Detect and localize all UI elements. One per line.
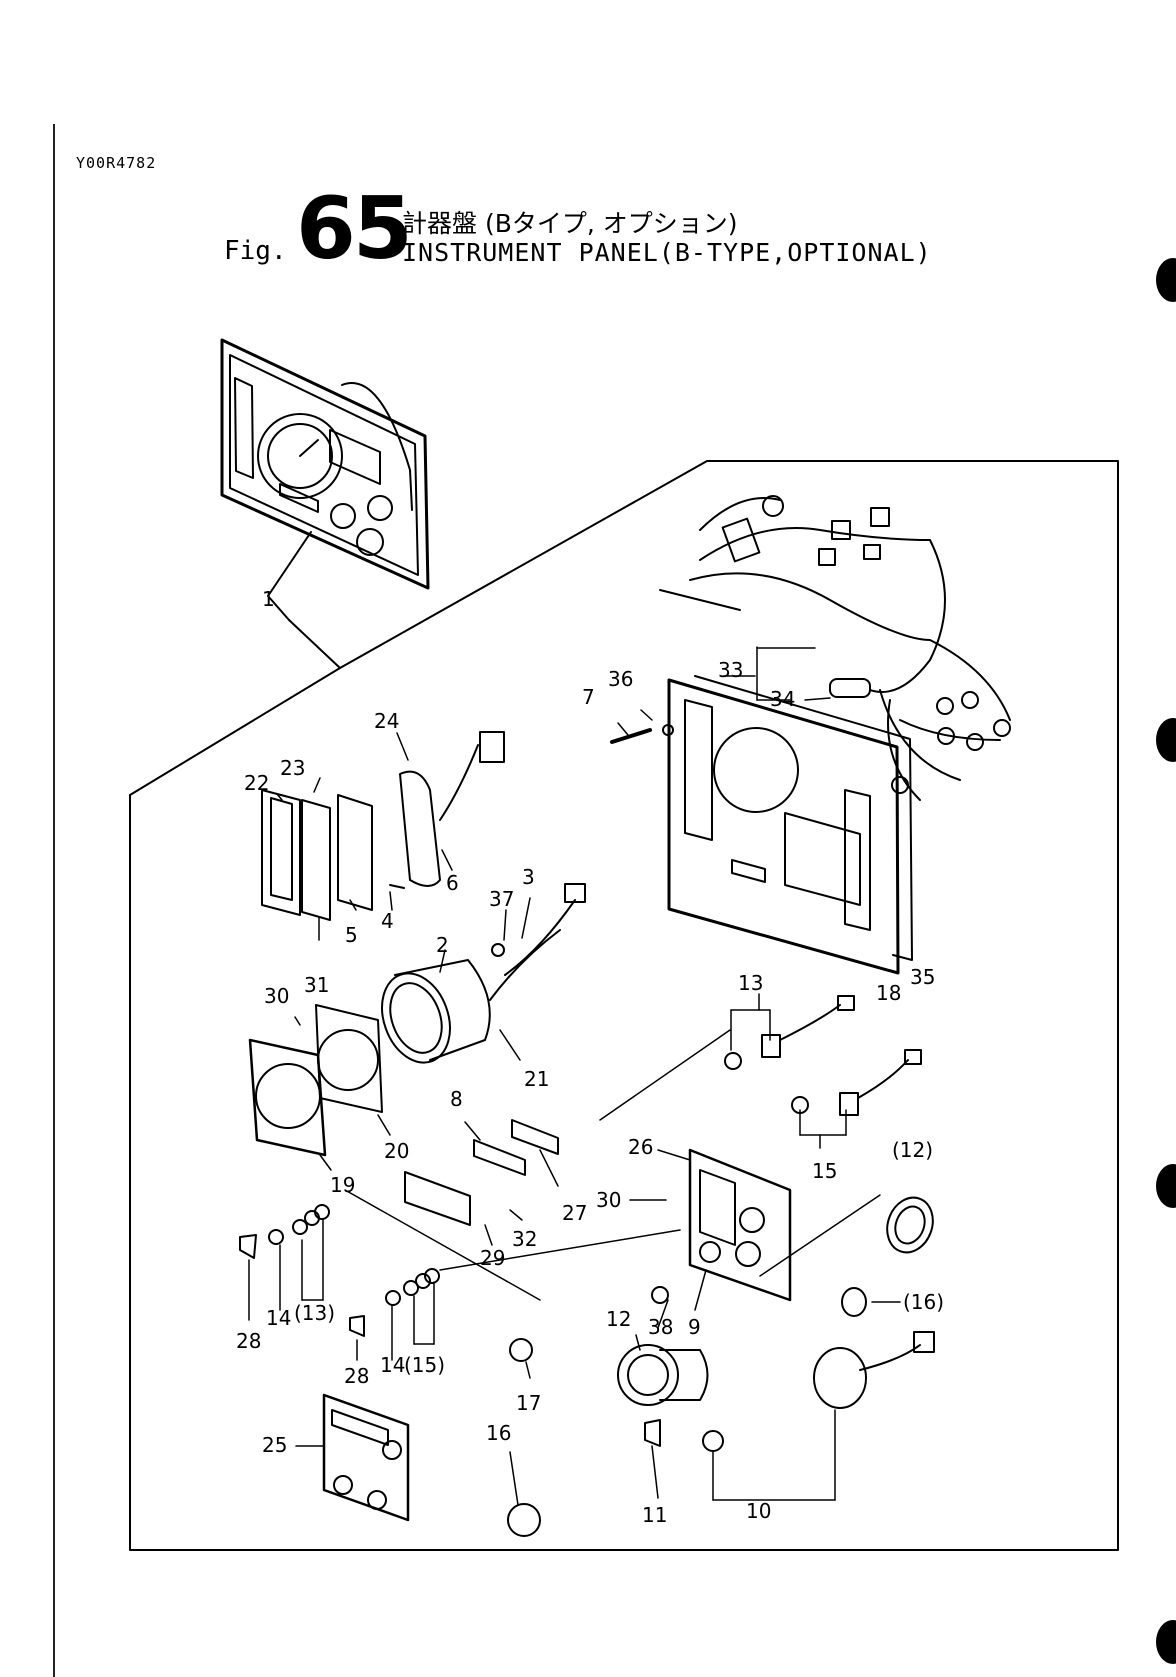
gauge-drawing bbox=[370, 884, 585, 1072]
callout-36: 36 bbox=[608, 667, 633, 691]
callout-8: 8 bbox=[450, 1087, 463, 1111]
toggle-switch-drawing bbox=[725, 996, 921, 1115]
panel-face-drawing bbox=[324, 1395, 408, 1520]
lens-plate-drawing bbox=[405, 1120, 558, 1225]
callout-32: 32 bbox=[512, 1227, 537, 1251]
panel-assembly-drawing bbox=[222, 340, 428, 596]
callout-1: 1 bbox=[262, 587, 275, 611]
back-plate-drawing bbox=[669, 676, 912, 973]
callout-6: 6 bbox=[446, 871, 459, 895]
callout-37: 37 bbox=[489, 887, 514, 911]
callout-5: 5 bbox=[345, 923, 358, 947]
callout-29: 29 bbox=[480, 1246, 505, 1270]
callout-18: 18 bbox=[876, 981, 901, 1005]
callout-31: 31 bbox=[304, 973, 329, 997]
callout-28: 28 bbox=[344, 1364, 369, 1388]
switch-box-drawing bbox=[690, 1150, 790, 1300]
callout-4: 4 bbox=[381, 909, 394, 933]
bezel-drawing bbox=[250, 1005, 382, 1155]
callout-11: 11 bbox=[642, 1503, 667, 1527]
accessory-drawing bbox=[508, 1191, 940, 1536]
callout-33: 33 bbox=[718, 658, 743, 682]
callout-13: 13 bbox=[738, 971, 763, 995]
callout-16-paren: (16) bbox=[903, 1290, 944, 1314]
callout-30: 30 bbox=[264, 984, 289, 1008]
small-parts-drawing bbox=[240, 725, 673, 1446]
callout-12-paren: (12) bbox=[892, 1138, 933, 1162]
meter-unit-drawing bbox=[618, 1345, 708, 1405]
callout-14: 14 bbox=[380, 1353, 405, 1377]
callout-labels: 1 2 3 4 5 6 7 8 9 10 11 12 (12) 13 (13) … bbox=[236, 587, 944, 1527]
callout-16: 16 bbox=[486, 1421, 511, 1445]
callout-35: 35 bbox=[910, 965, 935, 989]
callout-23: 23 bbox=[280, 756, 305, 780]
callout-12: 12 bbox=[606, 1307, 631, 1331]
callout-19: 19 bbox=[330, 1173, 355, 1197]
callout-15: 15 bbox=[812, 1159, 837, 1183]
callout-14: 14 bbox=[266, 1306, 291, 1330]
callout-17: 17 bbox=[516, 1391, 541, 1415]
callout-2: 2 bbox=[436, 933, 449, 957]
callout-26: 26 bbox=[628, 1135, 653, 1159]
callout-20: 20 bbox=[384, 1139, 409, 1163]
callout-34: 34 bbox=[770, 687, 795, 711]
callout-27: 27 bbox=[562, 1201, 587, 1225]
callout-25: 25 bbox=[262, 1433, 287, 1457]
callout-9: 9 bbox=[688, 1315, 701, 1339]
leader-line bbox=[289, 620, 340, 668]
callout-30: 30 bbox=[596, 1188, 621, 1212]
callout-10: 10 bbox=[746, 1499, 771, 1523]
callout-28: 28 bbox=[236, 1329, 261, 1353]
callout-7: 7 bbox=[582, 685, 595, 709]
callout-38: 38 bbox=[648, 1315, 673, 1339]
callout-15-paren: (15) bbox=[404, 1353, 445, 1377]
callout-24: 24 bbox=[374, 709, 399, 733]
callout-3: 3 bbox=[522, 865, 535, 889]
callout-22: 22 bbox=[244, 771, 269, 795]
callout-13-paren: (13) bbox=[294, 1301, 335, 1325]
callout-21: 21 bbox=[524, 1067, 549, 1091]
